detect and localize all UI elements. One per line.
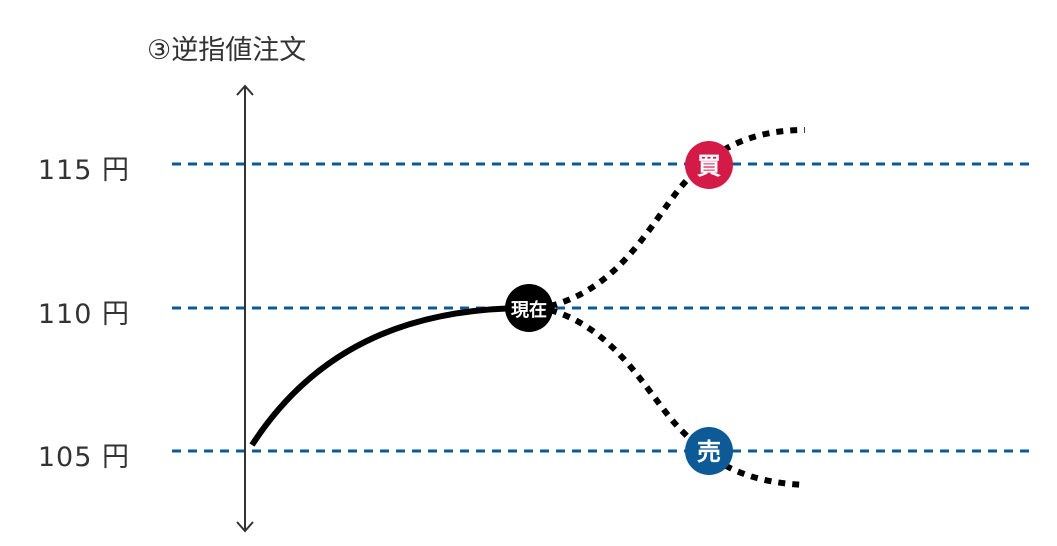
buy-marker: 買 [685,141,733,189]
current-marker: 現在 [505,284,553,332]
sell-marker: 売 [685,427,733,475]
buy-path-line [549,127,806,309]
svg-text:買: 買 [697,152,721,180]
level-label-115: 115 円 [37,155,130,186]
sell-path-line [549,307,806,488]
price-axis [236,84,254,533]
svg-text:現在: 現在 [511,299,547,321]
price-history-line [249,305,529,447]
arrow-up-icon [236,84,254,96]
level-label-110: 110 円 [37,299,130,330]
svg-text:売: 売 [697,438,721,466]
arrow-down-icon [236,521,254,533]
diagram-title: ③逆指値注文 [147,35,307,66]
level-label-105: 105 円 [37,442,130,473]
